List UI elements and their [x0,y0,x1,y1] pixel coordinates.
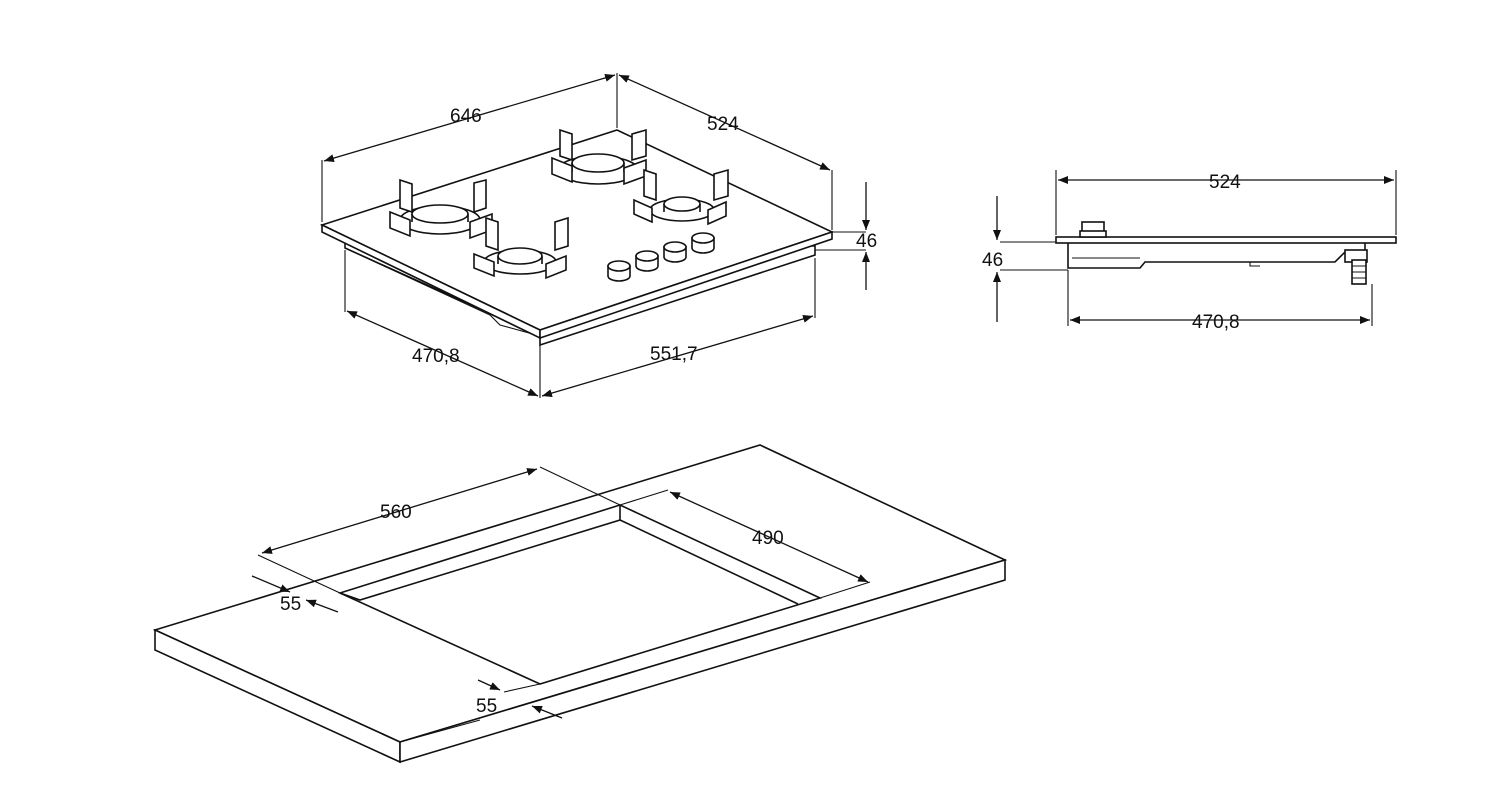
label-cut-width: 551,7 [650,344,698,365]
label-height: 46 [856,231,877,252]
dim-depth-524 [618,74,831,171]
side-body-detail [1072,257,1260,267]
burner-right [633,168,729,226]
side-knob-icon [1079,221,1107,238]
knob-2-icon [635,250,659,272]
dim-cut-width [541,314,814,398]
cutout-dim-width [261,468,538,554]
side-body [1067,243,1366,269]
knob-1-icon [607,260,631,282]
glass-right-edge [539,230,833,340]
label-cut-depth: 470,8 [412,346,460,367]
cutout-label-depth: 490 [752,528,784,549]
side-label-height: 46 [982,250,1003,271]
knob-3-icon [663,241,687,263]
cutout-dim-depth [669,491,869,583]
cutout-label-margin-left: 55 [280,594,301,615]
worktop-cutout-view: 560 490 55 55 [152,444,1008,764]
hob-isometric-view: 646 524 46 470,8 551,7 [319,73,877,398]
margin-left-arrow-1 [251,575,291,593]
dim-width-646 [323,73,616,163]
cutout-label-margin-front: 55 [476,696,497,717]
side-label-depth: 524 [1209,172,1241,193]
knob-4-icon [691,232,715,254]
dim-cut-depth [346,310,539,397]
margin-front-arrow-2 [531,705,563,719]
margin-front-arrow-1 [477,679,501,691]
hob-side-view: 524 46 470,8 [982,170,1397,333]
label-depth: 524 [707,114,739,135]
control-knobs [607,232,715,282]
burner-back-left [389,178,493,240]
burner-front-left [473,216,569,280]
gas-connector-icon [1344,249,1368,285]
margin-left-arrow-2 [305,599,339,613]
side-label-cut-depth: 470,8 [1192,312,1240,333]
side-glass [1055,236,1397,244]
cutout-label-width: 560 [380,502,412,523]
label-width: 646 [450,106,482,127]
worktop-right-edge [399,558,1006,764]
